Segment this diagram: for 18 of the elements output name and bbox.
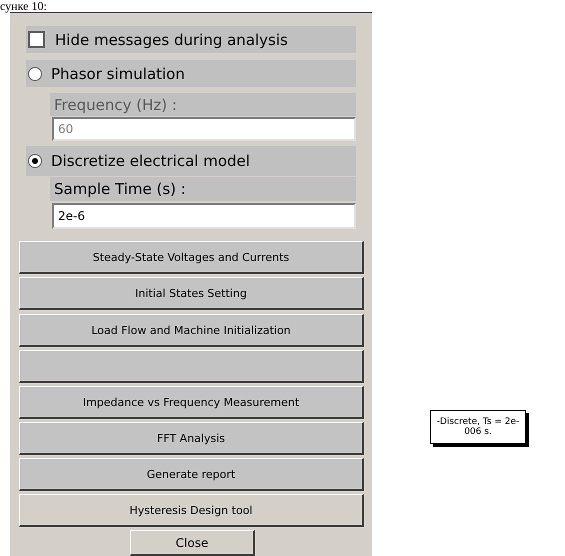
button: Impedance vs Frequency Measurement	[19, 386, 364, 419]
block-box	[430, 410, 526, 444]
button: Generate report	[19, 458, 364, 491]
radio-label: Discretize electrical model	[51, 152, 250, 170]
caption-text: сунке 10:	[0, 0, 47, 12]
button: Load Flow and Machine Initialization	[19, 314, 364, 347]
button: Initial States Setting	[19, 277, 364, 310]
button: Steady-State Voltages and Currents	[19, 241, 364, 274]
button: Hysteresis Design tool	[19, 494, 364, 527]
button: FFT Analysis	[19, 422, 364, 455]
input-field: 2e-6	[52, 203, 356, 229]
checkbox-label: Hide messages during analysis	[55, 30, 288, 48]
field-label: Frequency (Hz) :	[53, 96, 177, 114]
input-field: 60	[52, 117, 356, 141]
field-label: Sample Time (s) :	[53, 180, 186, 198]
close-button: Close	[130, 530, 255, 556]
block-label: -Discrete, Ts = 2e-006 s.	[436, 416, 520, 438]
radio-label: Phasor simulation	[51, 64, 185, 82]
